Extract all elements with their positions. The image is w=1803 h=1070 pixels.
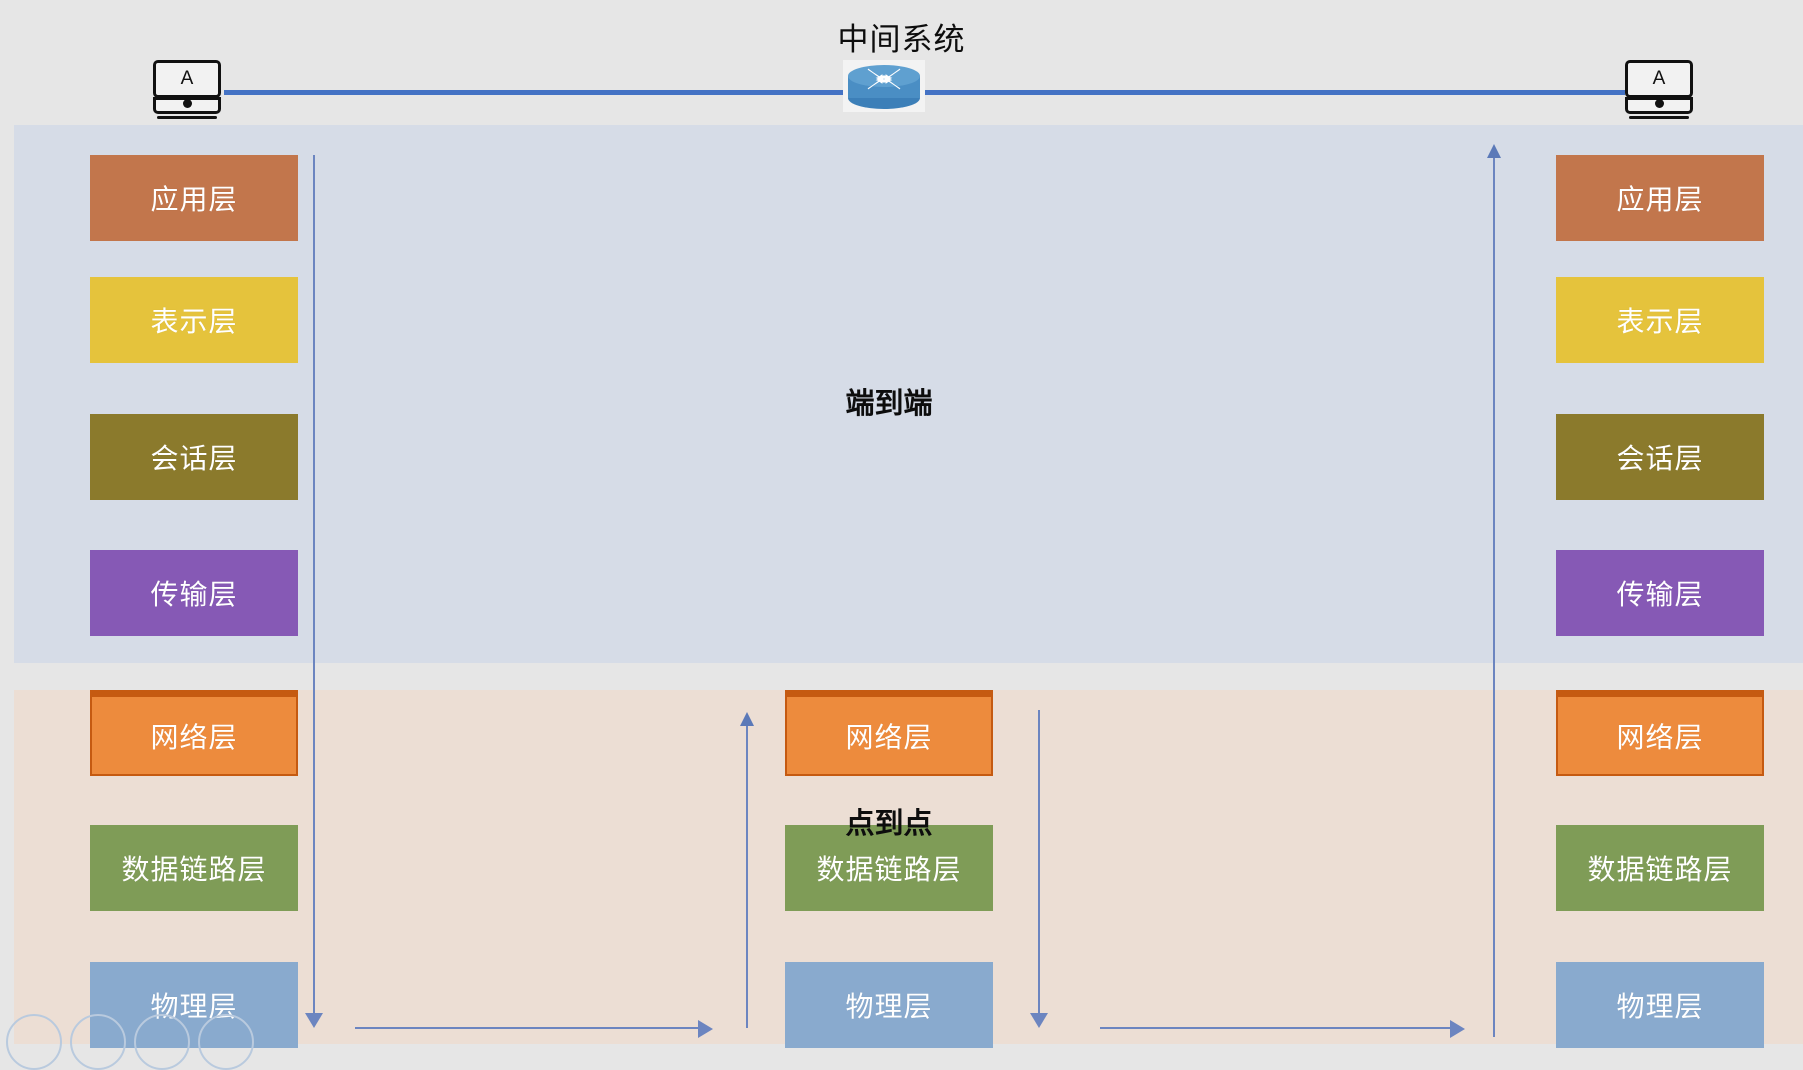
monitor-dot — [183, 99, 192, 108]
monitor-foot — [1629, 116, 1689, 119]
monitor-icon: A — [153, 60, 221, 98]
router-icon — [843, 60, 925, 112]
host-right-label: A — [1652, 68, 1666, 89]
layer-box-session: 会话层 — [1556, 414, 1764, 500]
flow-arrow-bottom-left-line — [355, 1027, 700, 1029]
layer-label: 物理层 — [1616, 991, 1704, 1022]
flow-arrow-middle-up-line — [746, 725, 748, 1028]
flow-arrow-right-up-line — [1493, 157, 1495, 1037]
layer-label: 网络层 — [845, 721, 933, 753]
layer-label: 数据链路层 — [121, 854, 267, 885]
decor-circle — [6, 1014, 62, 1070]
flow-arrow-bottom-right-line — [1100, 1027, 1452, 1029]
layer-box-network: 网络层 — [785, 690, 993, 776]
end-to-end-panel — [14, 125, 1803, 663]
host-left-label: A — [180, 68, 194, 89]
layer-box-physical: 物理层 — [1556, 962, 1764, 1048]
flow-arrow-bottom-right-head — [1450, 1020, 1465, 1038]
flow-arrow-bottom-left-head — [698, 1020, 713, 1038]
layer-box-datalink: 数据链路层 — [90, 825, 298, 911]
monitor-foot — [157, 116, 217, 119]
layer-box-datalink: 数据链路层 — [1556, 825, 1764, 911]
monitor-icon: A — [1625, 60, 1693, 98]
label-end-to-end: 端到端 — [845, 388, 933, 420]
flow-arrow-right-up-head — [1487, 144, 1501, 158]
layer-label: 会话层 — [1616, 443, 1704, 474]
label-point-to-point: 点到点 — [845, 808, 933, 840]
layer-box-network: 网络层 — [1556, 690, 1764, 776]
flow-arrow-left-down-head — [305, 1013, 323, 1028]
layer-box-transport: 传输层 — [1556, 550, 1764, 636]
layer-label: 表示层 — [150, 306, 238, 337]
layer-box-application: 应用层 — [90, 155, 298, 241]
layer-box-presentation: 表示层 — [1556, 277, 1764, 363]
page-title: 中间系统 — [837, 22, 966, 57]
layer-box-physical: 物理层 — [785, 962, 993, 1048]
decor-circle — [70, 1014, 126, 1070]
decor-circle — [134, 1014, 190, 1070]
layer-box-application: 应用层 — [1556, 155, 1764, 241]
layer-box-network: 网络层 — [90, 690, 298, 776]
layer-box-presentation: 表示层 — [90, 277, 298, 363]
layer-label: 数据链路层 — [1587, 854, 1733, 885]
flow-arrow-middle-down-line — [1038, 710, 1040, 1017]
flow-arrow-middle-down-head — [1030, 1013, 1048, 1028]
layer-label: 物理层 — [845, 991, 933, 1022]
layer-label: 表示层 — [1616, 306, 1704, 337]
flow-arrow-left-down-line — [313, 155, 315, 1017]
layer-label: 网络层 — [150, 721, 238, 753]
layer-label: 会话层 — [150, 443, 238, 474]
host-computer-left: A — [153, 60, 225, 122]
link-line-right — [925, 90, 1625, 95]
layer-box-session: 会话层 — [90, 414, 298, 500]
layer-label: 传输层 — [150, 579, 238, 610]
layer-box-transport: 传输层 — [90, 550, 298, 636]
flow-arrow-middle-up-head — [740, 712, 754, 726]
decor-circle — [198, 1014, 254, 1070]
host-computer-right: A — [1625, 60, 1697, 122]
layer-label: 应用层 — [1616, 184, 1704, 215]
layer-box-datalink: 数据链路层 — [785, 825, 993, 911]
layer-label: 网络层 — [1616, 721, 1704, 753]
layer-label: 数据链路层 — [816, 854, 962, 885]
layer-label: 传输层 — [1616, 579, 1704, 610]
layer-label: 应用层 — [150, 184, 238, 215]
link-line-left — [224, 90, 849, 95]
monitor-dot — [1655, 99, 1664, 108]
